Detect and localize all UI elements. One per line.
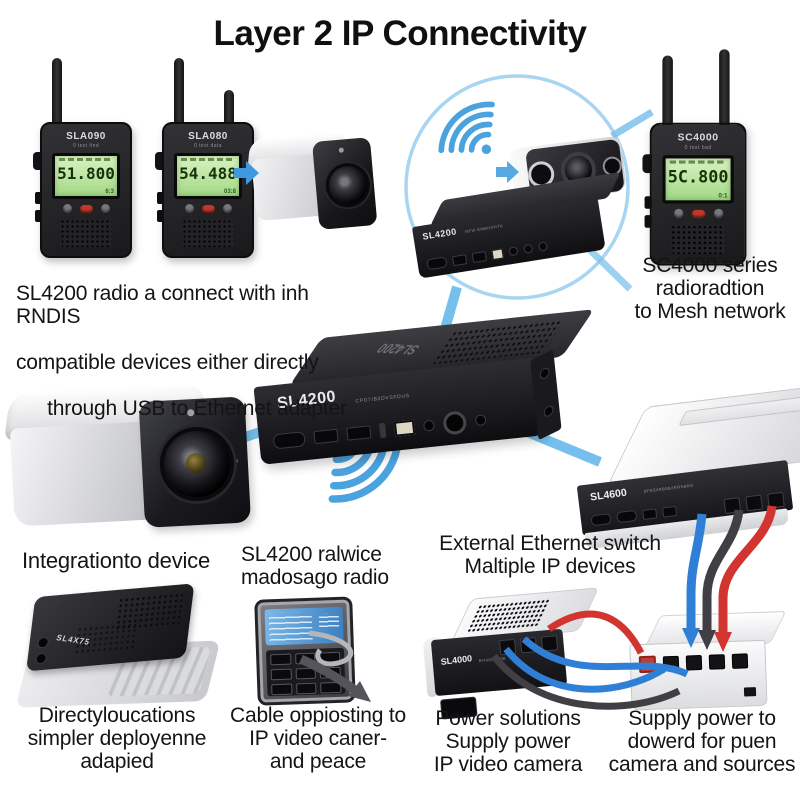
lcd-tag: 03:8: [223, 189, 236, 195]
caption-line: compatible devices either directly: [16, 351, 319, 374]
radio-model-label: SLA090: [66, 131, 106, 142]
caption-sl4200-connect: SL4200 radio a connect with inh RNDIS co…: [16, 259, 378, 443]
ptt-button: [157, 192, 164, 204]
caption-ethernet-switch: External Ethernet switch Maltiple IP dev…: [439, 532, 661, 578]
radio-lcd-screen: 51.800 6:3: [52, 153, 120, 199]
caption-line: SL4200 radio a connect with inh RNDIS: [16, 282, 309, 328]
radio-model-label: SLA080: [188, 131, 228, 142]
radio-sub-label: 0 test bad: [684, 144, 712, 152]
ptt-button: [35, 192, 42, 204]
radio-body: SC4000 0 test bad 5C.800 0:1: [649, 122, 747, 266]
radio-model-label: SC4000: [677, 132, 719, 144]
port-row: [638, 652, 749, 674]
box-front-face: [629, 639, 768, 711]
lcd-frequency: 5C.800: [667, 166, 729, 187]
small-port: [743, 687, 757, 697]
top-groove: [678, 392, 800, 427]
lcd-tag: 0:1: [718, 193, 728, 200]
ptt-button: [157, 210, 164, 222]
antenna-icon: [224, 90, 234, 128]
red-port: [638, 655, 657, 674]
device-sub-label: BYHASSBSSB: [478, 655, 506, 664]
device-sub-label: NFW EMBHSHTA: [464, 223, 504, 234]
keypad-buttons: [652, 208, 744, 219]
handheld-radio-1: SLA090 0 test find 51.800 6:3: [33, 58, 132, 258]
circle-radio-box: SL4200 NFW EMBHSHTA: [408, 171, 621, 291]
integration-gateway: SL4X75: [15, 583, 221, 710]
camera-lens: [324, 161, 372, 210]
device-top-box: SL4X75: [26, 583, 195, 672]
antenna-icon: [52, 58, 62, 128]
port-dot: [34, 652, 48, 665]
caption-directly-locations: Directyloucations simpler deployenne ada…: [27, 704, 207, 773]
ip-camera-small: [247, 125, 385, 252]
ptt-button: [35, 210, 42, 222]
page-title: Layer 2 IP Connectivity: [213, 14, 587, 53]
port-panel: [265, 647, 346, 697]
radio-lcd-screen: 5C.800 0:1: [662, 155, 734, 204]
lcd-frequency: 54.488: [179, 164, 237, 183]
power-box: [628, 610, 787, 715]
caption-power-solutions: Power solutions Supply power IP video ca…: [433, 707, 583, 776]
vent-grille: [466, 598, 551, 633]
device-model-label: SL4200: [421, 226, 458, 242]
wifi-icon: [432, 94, 515, 176]
caption-line: through USB to Ethernet adapter: [47, 397, 347, 420]
radio-sub-label: 0 test find: [72, 143, 100, 149]
ptt-button: [644, 196, 652, 209]
camera-face: [311, 137, 378, 230]
speaker-grille: [670, 224, 726, 254]
radio-body: SLA090 0 test find 51.800 6:3: [40, 122, 132, 258]
screen-text-lines: [268, 611, 313, 642]
antenna-icon: [662, 55, 673, 129]
caption-integration-device: Integrationto device: [22, 548, 211, 573]
handheld-radio-sc4000: SC4000 0 test bad 5C.800 0:1: [642, 49, 747, 266]
radio-lcd-screen: 54.488 03:8: [174, 153, 242, 199]
handheld-radio-2: SLA080 0 test data 54.488 03:8: [155, 58, 254, 258]
antenna-icon: [174, 58, 184, 128]
keypad-buttons: [164, 204, 252, 213]
caption-sl4200-radio: SL4200 ralwice madosago radio: [241, 543, 389, 589]
port-dot: [36, 636, 50, 649]
camera-mic-hole: [233, 458, 238, 464]
lcd-tag: 6:3: [105, 189, 114, 195]
top-face-label: SL4200: [373, 340, 423, 358]
caption-supply-power: Supply power to dowerd for puen camera a…: [608, 707, 796, 776]
rj45-ports: [499, 635, 559, 656]
lcd-frequency: 51.800: [57, 164, 115, 183]
screen-text-lines: [318, 612, 340, 628]
radio-body: SLA080 0 test data 54.488 03:8: [162, 122, 254, 258]
device-model-label: SL4000: [440, 653, 473, 667]
caption-cable-ip-video: Cable oppiosting to IP video caner- and …: [230, 704, 406, 773]
ptt-button: [644, 215, 652, 228]
port-row: [426, 240, 549, 271]
radio-sub-label: 0 test data: [194, 143, 222, 149]
cable-adapter-device: [244, 596, 370, 706]
power-io-device: SL4000 BYHASSBSSB: [422, 587, 600, 720]
camera-sensor: [338, 147, 345, 153]
caption-sc4000-series: SC4000 series radioradtion to Mesh netwo…: [634, 254, 786, 323]
keypad-buttons: [42, 204, 130, 213]
device-sub-label: 8FRS4RB5B2RRSBRS: [643, 482, 694, 494]
speaker-grille: [182, 219, 234, 247]
device-model-label: SL4600: [589, 486, 628, 504]
antenna-icon: [719, 49, 730, 129]
device-body: [254, 596, 356, 706]
box-front-face: SL4000 BYHASSBSSB: [430, 628, 568, 697]
speaker-grille: [60, 219, 112, 247]
device-screen: [264, 606, 344, 646]
